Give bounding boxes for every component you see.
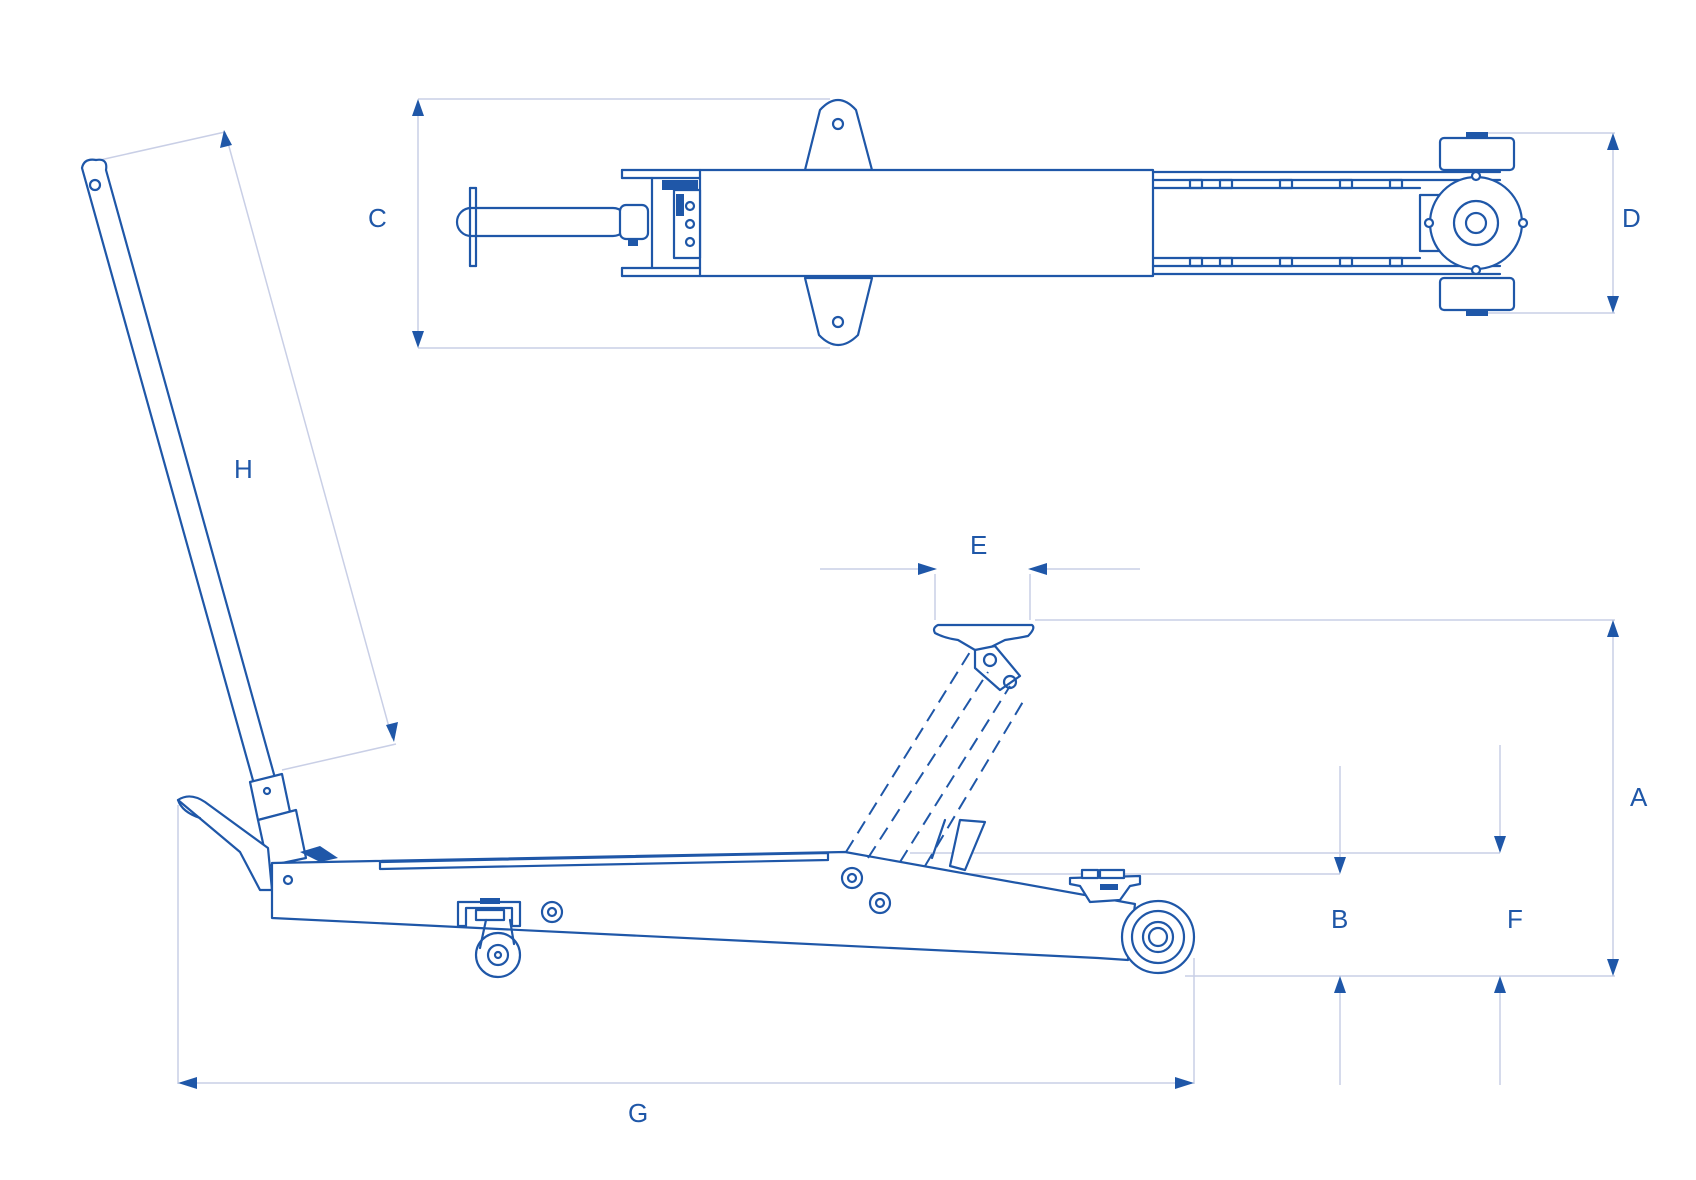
top-mount-ear xyxy=(803,98,874,172)
top-main-body xyxy=(698,168,1155,278)
dimension-c: C xyxy=(368,98,830,349)
label-c: C xyxy=(368,203,387,233)
side-foot-pedal xyxy=(176,795,274,892)
top-rear-frame xyxy=(620,168,702,278)
top-front-frame xyxy=(1151,170,1502,276)
label-b: B xyxy=(1331,904,1349,934)
side-lift-arm xyxy=(930,623,1035,872)
top-handle xyxy=(455,186,650,268)
dimension-h: H xyxy=(99,130,398,771)
top-view: C D xyxy=(368,98,1641,349)
dimension-f: F xyxy=(910,745,1523,1085)
side-main-frame xyxy=(270,850,1137,962)
side-lift-arm-dashed xyxy=(845,651,1025,867)
label-e: E xyxy=(970,530,988,560)
side-rear-caster xyxy=(456,898,522,979)
dimension-a: A xyxy=(1035,619,1648,977)
label-a: A xyxy=(1630,782,1648,812)
dimension-d: D xyxy=(1480,132,1641,314)
dimension-b: B xyxy=(935,766,1349,1085)
dimension-e: E xyxy=(820,530,1140,620)
side-view: H E A B xyxy=(80,130,1648,1128)
side-handle xyxy=(80,158,308,868)
label-h: H xyxy=(234,454,253,484)
bottom-mount-ear xyxy=(803,276,874,347)
top-front-wheels xyxy=(1423,132,1529,316)
label-d: D xyxy=(1622,203,1641,233)
label-f: F xyxy=(1507,904,1523,934)
side-front-wheel xyxy=(1120,899,1196,975)
label-g: G xyxy=(628,1098,649,1128)
side-pump-unit xyxy=(1068,868,1142,904)
dimension-g: G xyxy=(177,805,1195,1128)
